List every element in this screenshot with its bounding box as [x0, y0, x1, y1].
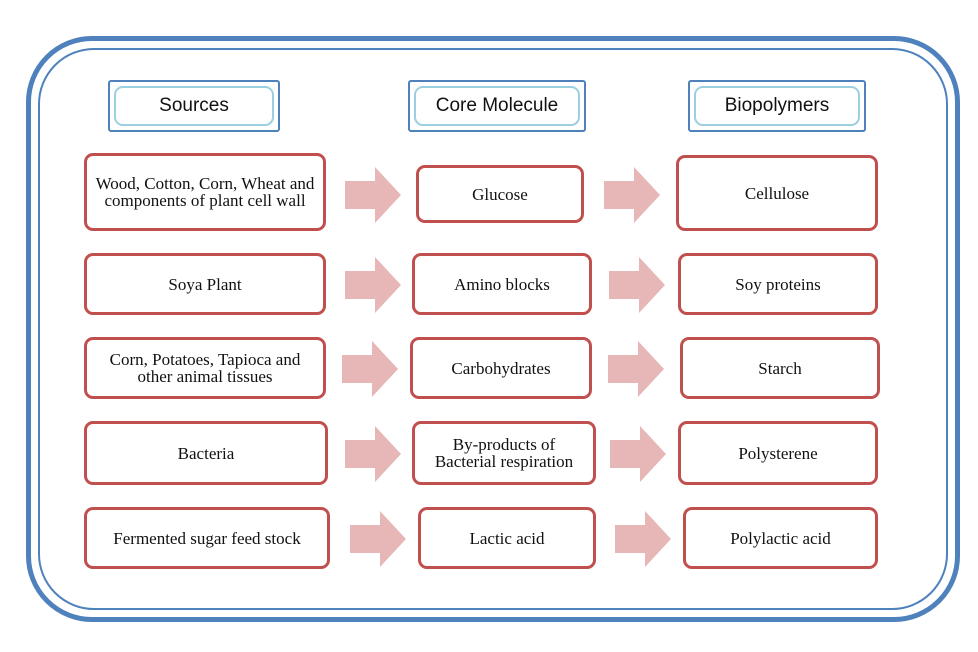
- arrow-right-icon: [350, 511, 406, 567]
- source-box: Fermented sugar feed stock: [84, 507, 330, 569]
- arrow-right-icon: [610, 426, 666, 482]
- inner-frame: [38, 48, 948, 610]
- core-box: Lactic acid: [418, 507, 596, 569]
- arrow-right-icon: [342, 341, 398, 397]
- core-box: Carbohydrates: [410, 337, 592, 399]
- header-biopolymers-label: Biopolymers: [694, 86, 860, 126]
- header-sources-label: Sources: [114, 86, 274, 126]
- arrow-right-icon: [615, 511, 671, 567]
- header-core-molecule-label: Core Molecule: [414, 86, 580, 126]
- core-box: Amino blocks: [412, 253, 592, 315]
- arrow-right-icon: [604, 167, 660, 223]
- arrow-right-icon: [608, 341, 664, 397]
- biopolymer-box: Starch: [680, 337, 880, 399]
- arrow-right-icon: [609, 257, 665, 313]
- biopolymer-box: Polysterene: [678, 421, 878, 485]
- arrow-right-icon: [345, 257, 401, 313]
- arrow-right-icon: [345, 426, 401, 482]
- biopolymer-box: Soy proteins: [678, 253, 878, 315]
- core-box: By-products of Bacterial respiration: [412, 421, 596, 485]
- header-core-molecule: Core Molecule: [408, 80, 586, 132]
- core-box: Glucose: [416, 165, 584, 223]
- header-biopolymers: Biopolymers: [688, 80, 866, 132]
- source-box: Wood, Cotton, Corn, Wheat and components…: [84, 153, 326, 231]
- biopolymer-box: Polylactic acid: [683, 507, 878, 569]
- biopolymer-box: Cellulose: [676, 155, 878, 231]
- arrow-right-icon: [345, 167, 401, 223]
- outer-frame: [26, 36, 960, 622]
- header-sources: Sources: [108, 80, 280, 132]
- source-box: Bacteria: [84, 421, 328, 485]
- source-box: Corn, Potatoes, Tapioca and other animal…: [84, 337, 326, 399]
- source-box: Soya Plant: [84, 253, 326, 315]
